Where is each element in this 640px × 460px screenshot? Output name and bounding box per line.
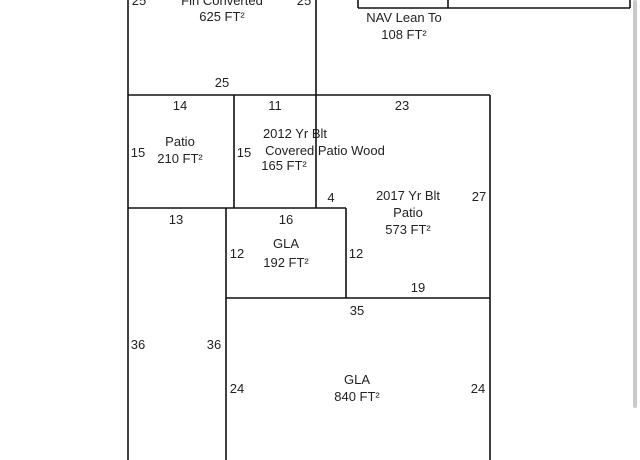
dim-big-patio-notch: 4	[327, 190, 334, 205]
dim-top-right-side: 25	[297, 0, 311, 8]
nav-lean-to-name: NAV Lean To	[366, 10, 441, 25]
walls	[127, 0, 631, 460]
dim-top-left-side: 25	[132, 0, 146, 8]
patio-left-name: Patio	[165, 134, 195, 149]
dim-left-strip-side-right: 36	[207, 337, 221, 352]
dimension-labels: 25 25 25 14 15 11 15 23 27 4 19 13 36 36…	[131, 0, 486, 396]
nav-lean-to-area: 108 FT²	[381, 27, 427, 42]
patio-2017-area: 573 FT²	[385, 222, 431, 237]
gla-small-area: 192 FT²	[263, 255, 309, 270]
dim-covered-side: 15	[237, 145, 251, 160]
patio-2017-name-1: 2017 Yr Blt	[376, 188, 440, 203]
fin-converted-name: Fin Converted	[181, 0, 263, 8]
dim-gla-small-left: 12	[230, 246, 244, 261]
dim-covered-top: 11	[268, 98, 282, 113]
gla-large-name: GLA	[344, 372, 370, 387]
dim-left-strip-side: 36	[131, 337, 145, 352]
dim-gla-large-right: 24	[471, 381, 485, 396]
gla-small-name: GLA	[273, 236, 299, 251]
covered-patio-area: 165 FT²	[261, 158, 307, 173]
dim-patio-side: 15	[131, 145, 145, 160]
dim-left-strip-top: 13	[169, 212, 183, 227]
dim-fin-bottom: 25	[215, 75, 229, 90]
dim-patio-top: 14	[173, 98, 187, 113]
dim-big-patio-top: 23	[395, 98, 409, 113]
dim-gla-small-top: 16	[279, 212, 293, 227]
dim-big-patio-right: 27	[472, 189, 486, 204]
gla-large-area: 840 FT²	[334, 389, 380, 404]
dim-gla-large-left: 24	[230, 381, 244, 396]
room-labels: Fin Converted 625 FT² NAV Lean To 108 FT…	[157, 0, 441, 404]
dim-gla-small-right: 12	[349, 246, 363, 261]
covered-patio-name-1: 2012 Yr Blt	[263, 126, 327, 141]
dim-gla-large-top: 35	[350, 303, 364, 318]
covered-patio-name-2: Covered Patio Wood	[265, 143, 385, 158]
fin-converted-area: 625 FT²	[199, 9, 245, 24]
vertical-scrollbar[interactable]	[633, 0, 637, 408]
patio-2017-name-2: Patio	[393, 205, 423, 220]
dim-big-patio-bottom: 19	[411, 280, 425, 295]
patio-left-area: 210 FT²	[157, 151, 203, 166]
